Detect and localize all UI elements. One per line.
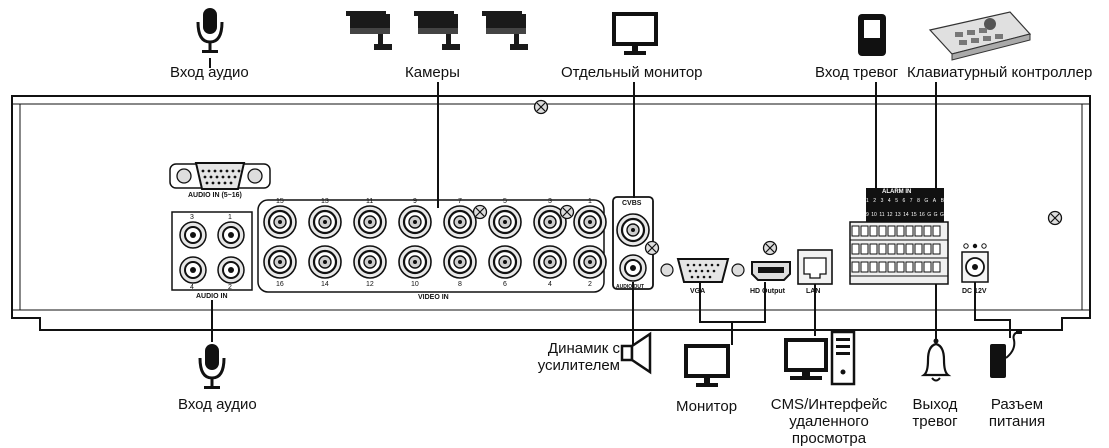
label-audio-in-top: Вход аудио [170,64,249,81]
port-number: 8 [458,281,462,288]
label-speaker-line2: усилителем [537,357,620,374]
alarm-terminal-number: 8 [917,198,920,204]
label-alarm-in: Вход тревог [815,64,899,81]
port-number: 5 [503,198,507,205]
alarm-terminal-number: 7 [909,198,913,204]
alarm-terminal-number: 3 [880,198,884,204]
label-cms-line1: CMS/Интерфейс [770,396,888,413]
alarm-terminal-number: 11 [879,212,885,218]
connection-lines [209,58,1011,348]
lan-label: LAN [806,288,821,295]
vga-port [660,258,745,283]
label-separate-monitor: Отдельный монитор [561,64,703,81]
power-adapter-icon [990,330,1022,378]
label-alarm-out-line2: тревог [912,413,958,430]
port-number: 1 [588,198,592,205]
remote-icon [858,14,886,56]
alarm-terminal-number: 5 [895,198,898,204]
speaker-icon [620,331,652,375]
port-number: 11 [366,198,374,205]
alarm-terminal-number: 15 [911,212,917,218]
label-audio-in-bottom: Вход аудио [178,396,257,413]
audio-in-db-label: AUDIO IN (5~16) [188,192,242,199]
microphone-icon [196,6,224,55]
camera-icon [346,11,392,50]
label-cms-line3: просмотра [791,430,867,447]
port-number: 12 [366,281,374,288]
label-cms-line2: удаленного [789,413,869,430]
port-number: 16 [276,281,284,288]
audio-in-rca-group [171,211,253,291]
computer-icon [784,330,856,386]
alarm-terminal-number: 13 [895,212,901,218]
alarm-terminal-number: 16 [919,212,925,218]
label-alarm-out-line1: Выход [912,396,958,413]
bell-icon [920,338,952,382]
alarm-terminal-number: G [933,212,938,218]
vga-label: VGA [690,288,706,295]
port-number: 3 [548,198,552,205]
label-power-line2: питания [988,413,1046,430]
port-number: 4 [190,284,194,291]
port-number: 6 [503,281,507,288]
label-keyboard-controller: Клавиатурный контроллер [907,64,1093,81]
port-number: 1 [228,214,232,221]
audio-in-db-connector [169,162,271,190]
port-number: 15 [276,198,284,205]
hd-output-label: HD Output [750,288,785,295]
label-power-line1: Разъем [990,396,1044,413]
alarm-in-panel-label: ALARM IN [882,189,912,195]
port-number: 14 [321,281,329,288]
monitor-icon [684,344,730,389]
alarm-terminal-number: 10 [871,212,877,218]
audio-out-label: AUDIO OUT [616,284,645,290]
port-number: 2 [588,281,592,288]
label-cameras: Камеры [405,64,460,81]
port-number: 7 [458,198,462,205]
monitor-icon [612,12,658,57]
alarm-terminal-block [849,188,949,285]
microphone-icon [198,342,226,391]
label-alarm-out: Выход тревог [900,396,970,430]
alarm-terminal-number: G [939,212,944,218]
power-dc-jack [961,243,989,283]
port-number: 13 [321,198,329,205]
alarm-row2: 9 10 11 12 13 14 15 16 G G G [866,212,944,218]
alarm-terminal-number: G [927,212,932,218]
line-power [974,282,1011,338]
port-number: 10 [411,281,419,288]
alarm-terminal-number: B [940,198,944,204]
cvbs-label: CVBS [622,200,642,207]
port-number: 9 [413,198,417,205]
alarm-terminal-number: 1 [866,198,869,204]
alarm-terminal-number: 2 [873,198,877,204]
camera-icon [482,11,528,50]
label-power: Разъем питания [982,396,1052,430]
alarm-terminal-number: 12 [887,212,893,218]
alarm-terminal-number: 14 [903,212,909,218]
alarm-terminal-number: G [924,198,929,204]
audio-in-label: AUDIO IN [196,293,228,300]
dc-label: DC 12V [962,288,987,295]
keyboard-icon [928,11,1032,61]
label-speaker: Динамик с усилителем [528,340,620,374]
camera-icon [414,11,460,50]
video-in-label: VIDEO IN [418,294,449,301]
label-cms: CMS/Интерфейс удаленного просмотра [768,396,890,447]
alarm-terminal-number: 6 [902,198,906,204]
port-number: 3 [190,214,194,221]
port-number: 4 [548,281,552,288]
alarm-terminal-number: 4 [887,198,891,204]
label-monitor: Монитор [676,398,738,415]
label-speaker-line1: Динамик с [547,340,620,357]
alarm-terminal-number: A [932,198,937,204]
lan-port [797,249,833,285]
video-in-bnc-group [257,199,608,293]
alarm-row1: 1 2 3 4 5 6 7 8 G A B [866,198,944,204]
hdmi-port [751,240,791,281]
port-number: 2 [228,284,232,291]
alarm-terminal-number: 9 [866,212,869,218]
